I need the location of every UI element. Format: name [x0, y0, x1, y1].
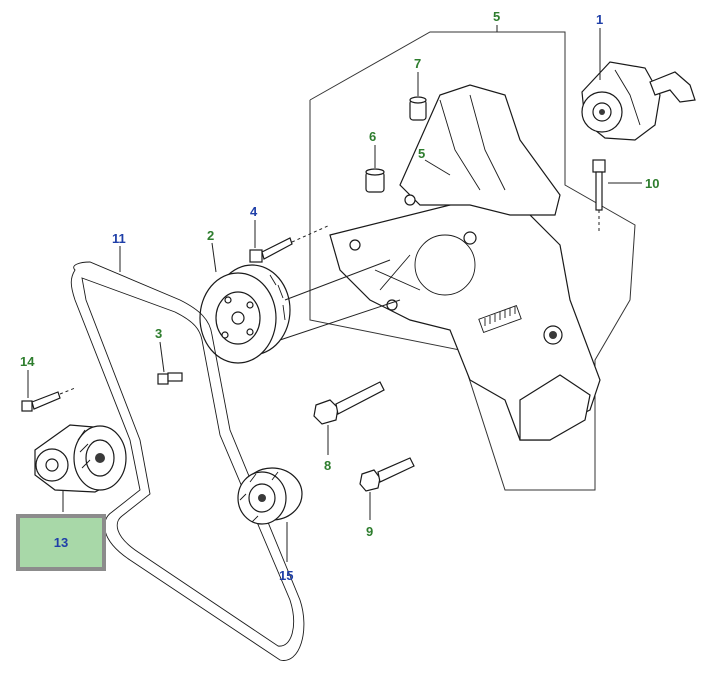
callout-13-highlight[interactable]: [16, 514, 106, 571]
callout-7: 7: [414, 56, 421, 71]
leader-3: [159, 341, 165, 373]
bolt-9: [359, 457, 415, 492]
callout-13[interactable]: 13: [53, 535, 69, 550]
callout-10: 10: [645, 176, 659, 191]
leader-2: [211, 242, 217, 273]
callout-5: 5: [493, 9, 500, 24]
power-steering-pump: [581, 61, 696, 141]
bushing-6: [365, 168, 385, 193]
callout-14: 14: [20, 354, 35, 369]
idler-pulley: [237, 467, 303, 525]
callout-1: 1: [596, 12, 603, 27]
callout-3: 3: [155, 326, 162, 341]
bushing-7: [409, 96, 427, 121]
bolt-14: [21, 387, 76, 412]
bolt-4: [249, 224, 331, 263]
crankshaft-pulley: [199, 259, 401, 364]
mounting-bracket: [329, 84, 601, 441]
drive-belt: [70, 261, 305, 661]
leader-5b: [424, 159, 451, 176]
callout-15: 15: [279, 568, 293, 583]
callout-6: 6: [369, 129, 376, 144]
callout-2: 2: [207, 228, 214, 243]
belt-tensioner: [34, 424, 127, 512]
callout-5-inner: 5: [418, 146, 425, 161]
callout-9: 9: [366, 524, 373, 539]
bolt-10: [592, 159, 606, 232]
callout-11: 11: [112, 231, 126, 246]
callout-4: 4: [250, 204, 258, 219]
bolt-3: [157, 372, 183, 385]
assembly-group-outline: [309, 31, 636, 491]
callout-8: 8: [324, 458, 331, 473]
bolt-8: [313, 381, 385, 425]
